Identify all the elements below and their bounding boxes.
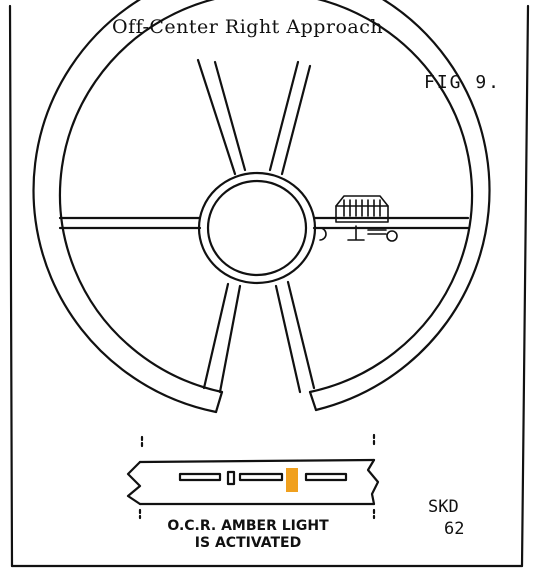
signature-year: 62: [444, 519, 465, 539]
signature-initials: SKD: [428, 497, 459, 517]
caption: O.C.R. AMBER LIGHT IS ACTIVATED: [148, 518, 348, 552]
spoke-lower-left-a: [202, 282, 230, 390]
border-right: [520, 4, 530, 568]
signature: SKD 62: [428, 496, 464, 540]
caption-line-1: O.C.R. AMBER LIGHT: [167, 518, 329, 534]
spoke-lower-right-a: [274, 284, 302, 394]
spoke-upper-right-b: [280, 64, 312, 176]
figure-number: FIG 9.: [424, 72, 502, 93]
spoke-upper-right-a: [268, 60, 300, 172]
vehicle-sketch: [319, 195, 398, 242]
hub-inner: [206, 179, 308, 277]
caption-line-2: IS ACTIVATED: [194, 535, 302, 551]
figure-title: Off-Center Right Approach: [112, 16, 384, 38]
hub-outer: [197, 171, 317, 285]
spoke-lower-right-b: [286, 280, 316, 390]
spoke-upper-left-a: [196, 58, 237, 176]
outer-ring-outer: [32, 0, 491, 414]
amber-light: [286, 468, 298, 492]
spoke-lower-left-b: [218, 284, 242, 394]
border-left: [8, 4, 14, 568]
outer-ring-inner: [58, 0, 474, 394]
detector-strip: [126, 433, 380, 520]
spoke-upper-left-b: [213, 60, 247, 172]
